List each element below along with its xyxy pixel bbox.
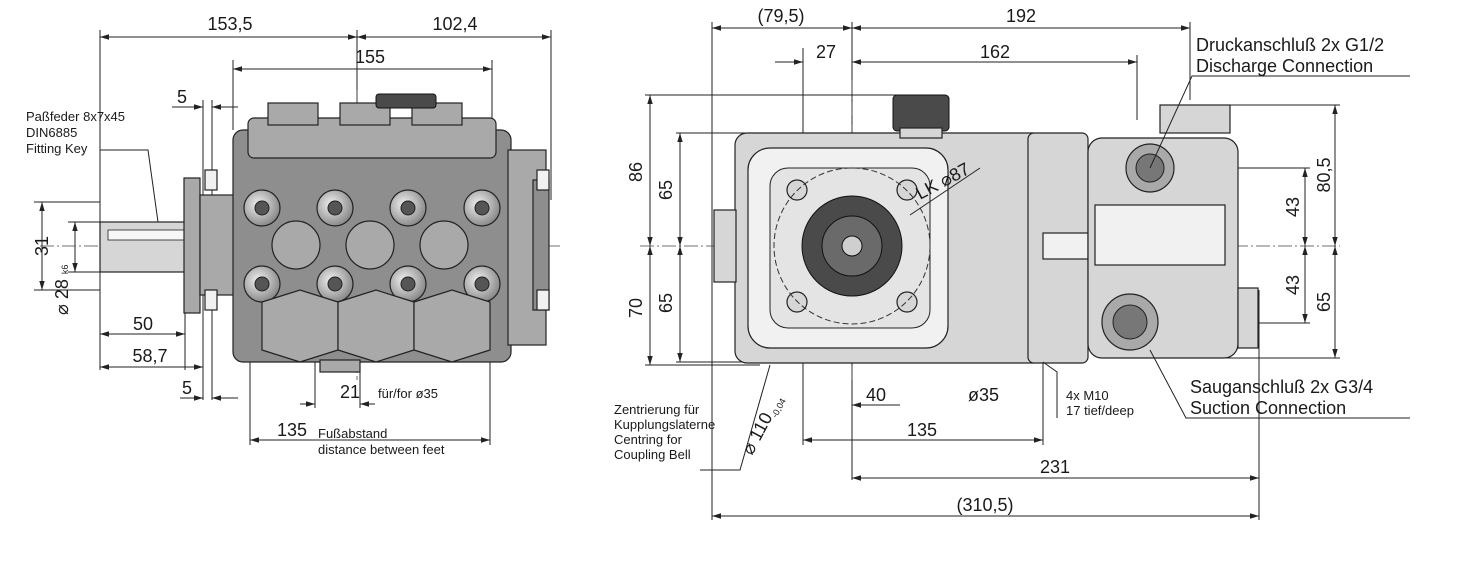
dim-5-bottom: 5 bbox=[182, 378, 192, 398]
centring-label-line1: Zentrierung für bbox=[614, 402, 700, 417]
discharge-label-line1: Druckanschluß 2x G1/2 bbox=[1196, 35, 1384, 55]
dim-27: 27 bbox=[816, 42, 836, 62]
feet-label-en: distance between feet bbox=[318, 442, 445, 457]
dim-231: 231 bbox=[1040, 457, 1070, 477]
dim-43-lower: 43 bbox=[1283, 275, 1303, 295]
dim-102-4: 102,4 bbox=[432, 14, 477, 34]
key-label-line2: DIN6885 bbox=[26, 125, 77, 140]
key-label-line1: Paßfeder 8x7x45 bbox=[26, 109, 125, 124]
discharge-label-line2: Discharge Connection bbox=[1196, 56, 1373, 76]
bolt-note-line2: 17 tief/deep bbox=[1066, 403, 1134, 418]
centring-label-line2: Kupplungslaterne bbox=[614, 417, 715, 432]
dim-135-front: 135 bbox=[277, 420, 307, 440]
bolt-note-line1: 4x M10 bbox=[1066, 388, 1109, 403]
side-view: (79,5) 192 27 162 86 65 70 65 LK ⌀87 ⌀ 1… bbox=[614, 6, 1410, 520]
dim-162: 162 bbox=[980, 42, 1010, 62]
dim-31: 31 bbox=[32, 236, 52, 256]
dim-21: 21 bbox=[340, 382, 360, 402]
dim-86: 86 bbox=[626, 162, 646, 182]
dim-28: ⌀ 28 k6 bbox=[52, 265, 72, 315]
front-view: 153,5 102,4 155 5 31 ⌀ 28 k6 50 58,7 5 2… bbox=[26, 14, 560, 457]
feet-label-de: Fußabstand bbox=[318, 426, 387, 441]
dim-35: ø35 bbox=[968, 385, 999, 405]
dim-155: 155 bbox=[355, 47, 385, 67]
dim-153-5: 153,5 bbox=[207, 14, 252, 34]
dim-110: ⌀ 110-0,04 bbox=[738, 391, 788, 459]
suction-label-line1: Sauganschluß 2x G3/4 bbox=[1190, 377, 1373, 397]
dim-310-5: (310,5) bbox=[956, 495, 1013, 515]
dim-40: 40 bbox=[866, 385, 886, 405]
centring-label-line3: Centring for bbox=[614, 432, 683, 447]
dim-65-lower: 65 bbox=[656, 293, 676, 313]
dim-80-5: 80,5 bbox=[1314, 157, 1334, 192]
dim-79-5: (79,5) bbox=[757, 6, 804, 26]
dim-65-right: 65 bbox=[1314, 292, 1334, 312]
dim-135-side: 135 bbox=[907, 420, 937, 440]
centring-label-line4: Coupling Bell bbox=[614, 447, 691, 462]
dim-5-top: 5 bbox=[177, 87, 187, 107]
dim-58-7: 58,7 bbox=[132, 346, 167, 366]
dim-192: 192 bbox=[1006, 6, 1036, 26]
dim-70: 70 bbox=[626, 298, 646, 318]
suction-label-line2: Suction Connection bbox=[1190, 398, 1346, 418]
dim-21-note: für/for ø35 bbox=[378, 386, 438, 401]
oil-cap bbox=[892, 94, 950, 132]
dim-43-upper: 43 bbox=[1283, 197, 1303, 217]
dim-65-upper: 65 bbox=[656, 180, 676, 200]
key-label-line3: Fitting Key bbox=[26, 141, 88, 156]
dim-50: 50 bbox=[133, 314, 153, 334]
